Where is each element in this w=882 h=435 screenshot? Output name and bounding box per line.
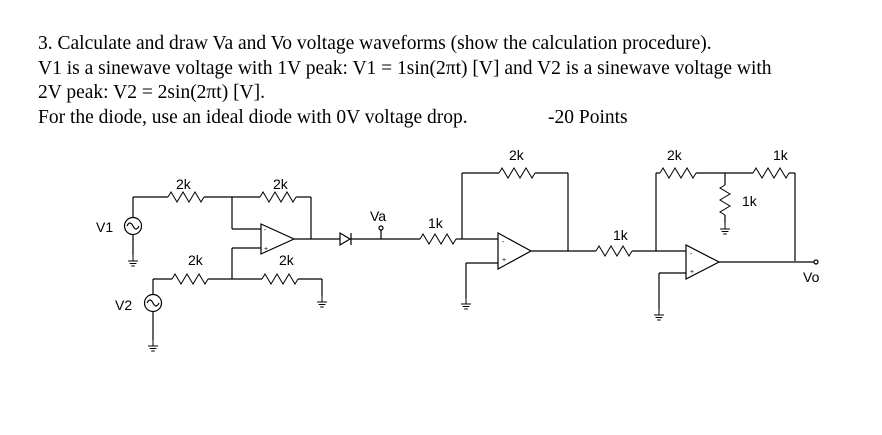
r-f3-value: 2k	[509, 147, 525, 163]
r-f1-resistor: 2k	[232, 176, 312, 239]
problem-line-3: 2V peak: V2 = 2sin(2πt) [V].	[38, 82, 266, 103]
opamp-3-plus: +	[690, 269, 694, 276]
vo-node: Vo	[803, 259, 820, 285]
r-f4-value: 2k	[667, 147, 683, 163]
opamp-1: - +	[231, 197, 340, 279]
vo-label: Vo	[803, 269, 820, 285]
opamp-3: - +	[653, 244, 814, 321]
r-in2-resistor: 2k	[153, 252, 232, 285]
r-f3-resistor: 2k	[461, 147, 569, 251]
v1-source: V1	[96, 197, 143, 267]
va-node: Va	[370, 208, 386, 239]
points-label: -20 Points	[548, 106, 628, 128]
r-g1-resistor: 2k	[232, 252, 328, 308]
va-label: Va	[370, 208, 386, 224]
opamp-1-plus: +	[264, 246, 268, 253]
r-f4-resistor: 2k	[655, 147, 753, 251]
r-f1-value: 2k	[273, 176, 289, 192]
problem-line-1: 3. Calculate and draw Va and Vo voltage …	[38, 33, 712, 54]
r-in2-value: 2k	[188, 252, 204, 268]
v2-source: V2	[115, 279, 163, 352]
r-g1-value: 2k	[279, 252, 295, 268]
diode	[339, 231, 420, 247]
opamp-2: - +	[460, 231, 596, 310]
problem-statement: 3. Calculate and draw Va and Vo voltage …	[38, 32, 868, 130]
r-out-value: 1k	[773, 147, 789, 163]
problem-line-2: V1 is a sinewave voltage with 1V peak: V…	[38, 57, 772, 79]
opamp-3-minus: -	[690, 251, 693, 258]
opamp-1-minus: -	[264, 227, 267, 234]
r-in1-resistor: 2k	[133, 176, 232, 203]
problem-line-4: For the diode, use an ideal diode with 0…	[38, 106, 468, 128]
r-in3-resistor: 1k	[419, 215, 462, 245]
r-in4-resistor: 1k	[595, 227, 656, 257]
v1-label: V1	[96, 219, 113, 235]
r-in3-value: 1k	[428, 215, 444, 231]
r-in1-value: 2k	[176, 176, 192, 192]
opamp-2-plus: +	[502, 257, 506, 264]
r-pot-value: 1k	[742, 193, 758, 209]
r-pot-resistor: 1k	[719, 173, 758, 235]
v2-label: V2	[115, 297, 132, 313]
opamp-2-minus: -	[502, 239, 505, 246]
r-in4-value: 1k	[613, 227, 629, 243]
r-out-resistor: 1k	[752, 147, 796, 261]
